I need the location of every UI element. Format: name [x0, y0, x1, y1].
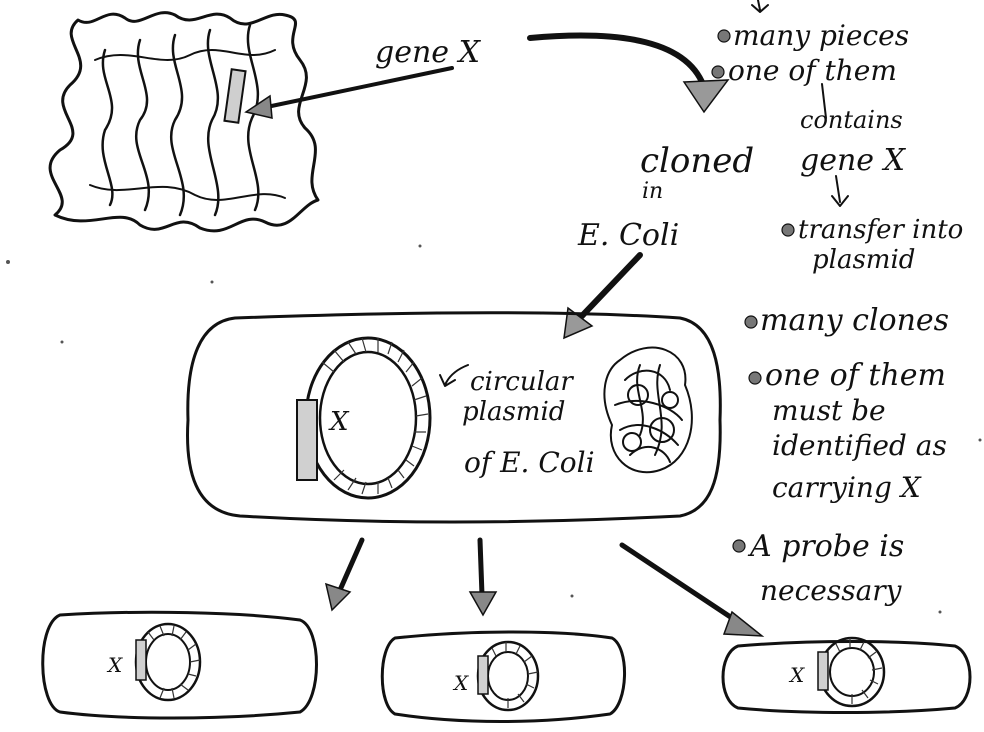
clone-a-x-label: X	[106, 653, 123, 677]
cloned-label: cloned	[640, 141, 754, 181]
note-gene-x: gene X	[800, 143, 907, 178]
e-coli-label: E. Coli	[577, 218, 679, 253]
in-label: in	[642, 179, 663, 204]
clone-cell-b	[382, 632, 624, 722]
circular-label: circular	[470, 367, 574, 397]
clone-cell-c	[723, 638, 970, 713]
note-carrying-x: carrying X	[772, 471, 922, 504]
note-many-pieces: many pieces	[733, 19, 909, 52]
e-coli-to-cell-arrow	[564, 255, 640, 338]
note-one-of-them-2: one of them	[765, 358, 946, 393]
note-transfer-into: transfer into	[798, 215, 963, 245]
top-arrow	[752, 0, 768, 12]
gene-x-pointer-arrow	[246, 68, 452, 118]
gene-x-segment	[224, 69, 245, 122]
note-one-of-them: one of them	[728, 54, 897, 87]
note-list: many pieces one of them contains gene X …	[728, 19, 963, 607]
note-many-clones: many clones	[760, 303, 949, 338]
clone-arrows	[326, 540, 762, 636]
main-plasmid	[297, 338, 430, 498]
note-plasmid: plasmid	[812, 245, 915, 275]
note-must-be: must be	[772, 394, 886, 427]
clone-c-x-label: X	[788, 663, 805, 687]
of-e-coli-label: of E. Coli	[464, 446, 595, 479]
note-identified-as: identified as	[772, 429, 947, 462]
gene-x-to-pieces-arrow	[530, 36, 728, 112]
clone-b-x-label: X	[452, 671, 469, 695]
gene-x-label: gene X	[375, 35, 482, 70]
bacterial-chromosome	[604, 348, 691, 473]
note-necessary: necessary	[760, 574, 903, 607]
plasmid-label: plasmid	[462, 397, 565, 427]
main-ecoli-cell: X	[188, 313, 721, 522]
chromosome-dna	[50, 13, 318, 231]
main-gene-x-insert	[297, 400, 317, 480]
note-a-probe-is: A probe is	[747, 529, 904, 564]
plasmid-pointer	[440, 365, 468, 386]
main-x-label: X	[328, 407, 350, 437]
clone-cell-a	[43, 612, 317, 718]
note-contains: contains	[800, 106, 903, 134]
